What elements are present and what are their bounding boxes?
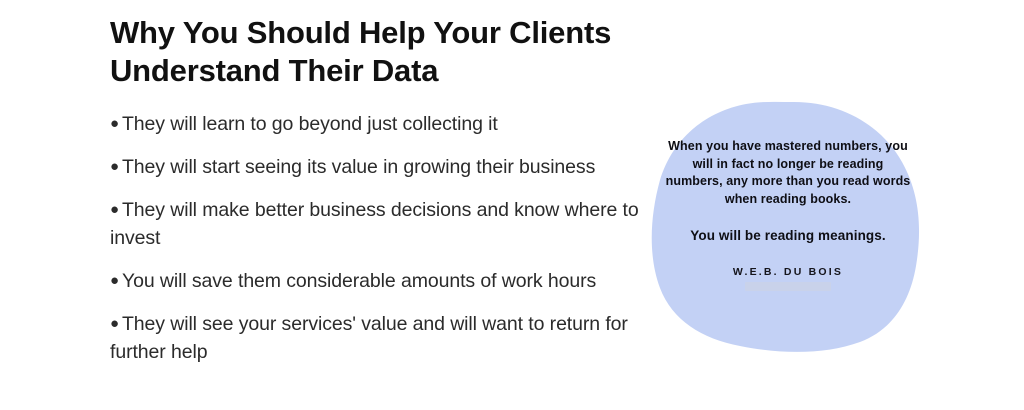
list-item-text: They will see your services' value and w… <box>110 313 628 363</box>
attribution-underline-bar <box>745 282 831 291</box>
quote-emphasis-text: You will be reading meanings. <box>690 228 886 243</box>
list-item: ●They will start seeing its value in gro… <box>110 153 640 181</box>
benefits-bullet-list: ●They will learn to go beyond just colle… <box>110 110 640 366</box>
quote-attribution: W.E.B. DU BOIS <box>732 266 844 278</box>
bullet-dot-icon: ● <box>110 272 119 289</box>
list-item-text: You will save them considerable amounts … <box>121 270 597 292</box>
bullet-dot-icon: ● <box>110 201 119 218</box>
page-title: Why You Should Help Your Clients Underst… <box>110 15 612 88</box>
quote-blob-shape-icon <box>651 101 920 352</box>
list-item: ●They will learn to go beyond just colle… <box>110 110 640 138</box>
list-item-text: They will learn to go beyond just collec… <box>121 113 498 135</box>
quote-text: When you have mastered numbers, you will… <box>665 139 911 206</box>
quote-card: When you have mastered numbers, you will… <box>646 96 930 356</box>
list-item-text: They will start seeing its value in grow… <box>121 156 596 178</box>
bullet-dot-icon: ● <box>110 115 119 132</box>
bullet-dot-icon: ● <box>110 158 119 175</box>
list-item: ●They will see your services' value and … <box>110 310 640 366</box>
list-item: ●You will save them considerable amounts… <box>110 267 640 295</box>
left-content-column: Why You Should Help Your Clients Underst… <box>110 14 640 381</box>
quote-content: When you have mastered numbers, you will… <box>646 96 930 356</box>
list-item-text: They will make better business decisions… <box>110 199 639 249</box>
list-item: ●They will make better business decision… <box>110 196 640 252</box>
bullet-dot-icon: ● <box>110 315 119 332</box>
